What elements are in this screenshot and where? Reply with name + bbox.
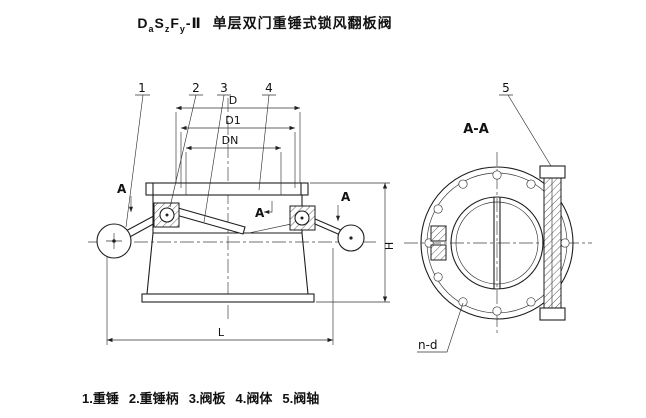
bottom-flange: [141, 293, 315, 303]
model-sub-1: a: [148, 23, 155, 34]
top-flange-edges: [152, 182, 302, 196]
callout-2-leader: [169, 94, 203, 208]
dim-label-h: H: [383, 242, 396, 250]
legend-item-1: 1.重锤: [82, 391, 119, 406]
cut-mark-a-right: A: [341, 190, 351, 204]
callouts: 1 2 3 4 5: [125, 81, 552, 228]
cut-arrow-middle: [264, 201, 273, 215]
legend-item-4: 4.阀体: [235, 391, 273, 406]
side-view: A A A: [88, 98, 376, 320]
callout-1: 1: [138, 81, 146, 95]
bolt-note-label: n-d: [418, 338, 438, 352]
parts-legend: 1.重锤 2.重锤柄 3.阀板 4.阀体 5.阀轴: [82, 388, 319, 407]
weight-left-center: [112, 239, 116, 243]
flap-edge-lines: [493, 197, 501, 289]
flap-plate-right: [248, 222, 297, 234]
dim-label-d: D: [229, 94, 237, 107]
legend-item-2: 2.重锤柄: [128, 391, 179, 406]
callout-3-leader: [203, 94, 231, 223]
bolt-holes: [424, 170, 570, 316]
legend-item-5: 5.阀轴: [282, 391, 320, 406]
drawing-title: DaSzFy-Ⅱ 单层双门重锤式锁风翻板阀: [10, 13, 520, 34]
cut-mark-a-left: A: [117, 182, 127, 196]
callout-5-leader: [499, 94, 552, 167]
callout-1-leader: [125, 94, 150, 228]
dim-label-d1: D1: [225, 114, 240, 127]
section-view: A-A n-d: [404, 122, 592, 353]
bolt-note-leader: [417, 302, 464, 353]
dim-label-l: L: [218, 326, 225, 339]
top-flange: [145, 182, 309, 196]
shaft-housing: [543, 175, 562, 311]
dim-label-dn: DN: [222, 134, 239, 147]
bearing-left-lower: [430, 244, 447, 261]
flap-plate: [168, 205, 246, 235]
model-letter-2: S: [154, 15, 165, 31]
dimensions: D D1 DN H L: [106, 94, 396, 345]
valve-name: 单层双门重锤式锁风翻板阀: [212, 15, 393, 31]
callout-5: 5: [502, 81, 510, 95]
model-sub-3: y: [179, 23, 186, 34]
model-letter-3: F: [170, 15, 180, 31]
bore-inner-circle: [455, 201, 539, 285]
pivot-right-center: [300, 216, 304, 220]
extension-lines-h: [310, 182, 390, 303]
pivot-left-center: [165, 213, 169, 217]
section-label: A-A: [463, 122, 489, 137]
model-suffix: -Ⅱ: [185, 15, 202, 31]
extension-lines-l: [106, 248, 334, 345]
model-letter-1: D: [137, 15, 149, 31]
callout-4: 4: [265, 81, 273, 95]
callout-2: 2: [192, 81, 200, 95]
bore-outer-circle: [450, 196, 544, 290]
valve-body-sides: [146, 232, 309, 295]
model-code: DaSzFy-Ⅱ: [137, 15, 202, 34]
shaft-cap-top: [539, 165, 566, 179]
model-sub-2: z: [164, 23, 171, 34]
callout-4-leader: [258, 94, 276, 191]
callout-3: 3: [220, 81, 228, 95]
weight-right-center: [349, 236, 353, 240]
shaft-cap-bottom: [539, 307, 566, 321]
bearing-left-upper: [430, 225, 447, 242]
cut-mark-a-middle: A: [255, 206, 265, 220]
flange-outer-circle: [420, 166, 574, 320]
legend-item-3: 3.阀板: [188, 391, 226, 406]
